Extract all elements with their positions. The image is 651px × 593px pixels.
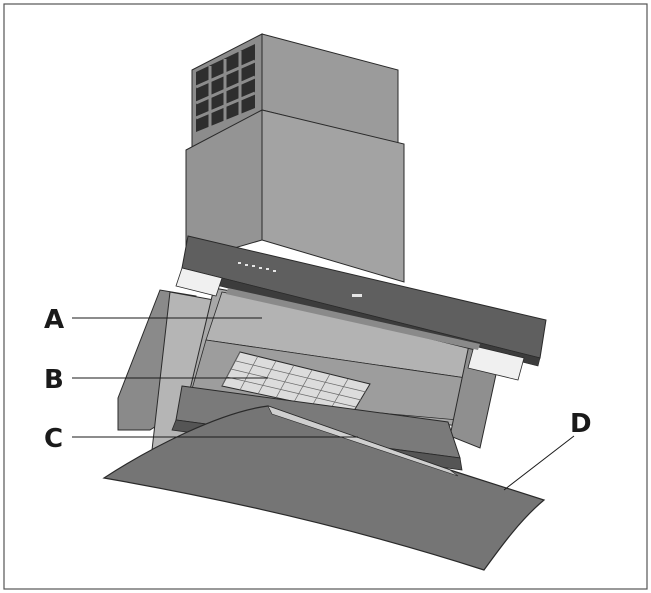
light-right-icon <box>467 345 525 381</box>
front-glass-panel <box>102 405 546 571</box>
chimney-lower <box>185 109 405 283</box>
callout-lines <box>72 317 575 491</box>
diagram-border <box>3 3 648 590</box>
callout-label-a: A <box>44 305 64 335</box>
callout-label-b: B <box>44 365 64 395</box>
brand-logo-icon <box>352 294 362 297</box>
top-control-panel <box>175 235 547 381</box>
callout-label-c: C <box>44 424 63 454</box>
hood-side-left <box>117 289 215 451</box>
grease-filter <box>221 351 371 415</box>
vent-grille-icon <box>195 44 256 132</box>
callout-label-d: D <box>570 409 592 439</box>
callout-line-d <box>503 435 575 491</box>
light-left-icon <box>175 267 223 297</box>
control-buttons-icon <box>238 262 276 272</box>
